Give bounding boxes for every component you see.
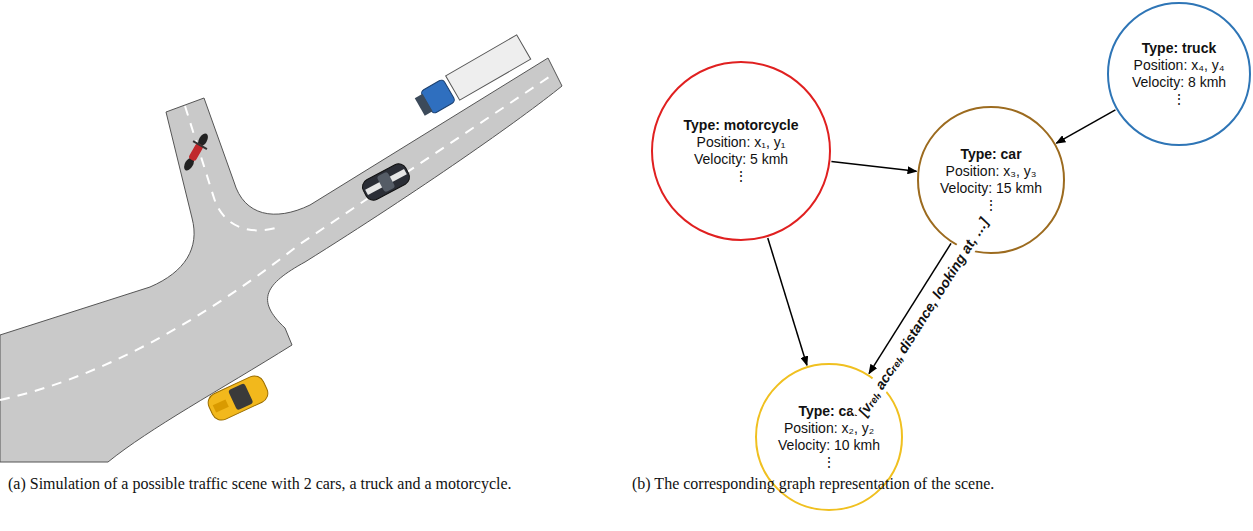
node-text: Type: carPosition: x₃, y₃Velocity: 15 km… [935, 146, 1047, 214]
truck [413, 35, 531, 119]
node-attribute: Position: x₄, y₄ [1123, 57, 1235, 74]
graph-node: Type: carPosition: x₃, y₃Velocity: 15 km… [917, 106, 1065, 254]
node-attribute: Velocity: 8 kmh [1123, 74, 1235, 91]
graph-node: Type: truckPosition: x₄, y₄Velocity: 8 k… [1107, 2, 1251, 146]
node-attribute: Type: motorcycle [666, 117, 816, 134]
edge-label: [vᵣₑₗ, accᵣₑₗ, distance, looking at, …] [852, 211, 995, 422]
node-attribute: ⋮ [935, 197, 1047, 214]
node-attribute: Velocity: 5 kmh [666, 151, 816, 168]
node-attribute: Position: x₂, y₂ [773, 420, 885, 437]
lane-marking [0, 73, 555, 400]
edge-arrow [1056, 110, 1115, 143]
node-attribute: ⋮ [1123, 91, 1235, 108]
node-attribute: Velocity: 10 kmh [773, 437, 885, 454]
node-attribute: Velocity: 15 kmh [935, 180, 1047, 197]
edge-arrow [831, 161, 916, 171]
subfigure-caption: (b) The corresponding graph representati… [632, 474, 1192, 495]
node-attribute: ⋮ [773, 454, 885, 471]
node-attribute: Type: car [935, 146, 1047, 163]
edge-arrow [768, 238, 807, 365]
node-attribute: ⋮ [666, 168, 816, 185]
road [0, 58, 562, 462]
node-attribute: Type: truck [1123, 40, 1235, 57]
node-text: Type: truckPosition: x₄, y₄Velocity: 8 k… [1123, 40, 1235, 108]
black-car [360, 161, 413, 203]
subfigure-caption: (a) Simulation of a possible traffic sce… [8, 474, 548, 495]
node-attribute: Position: x₁, y₁ [666, 134, 816, 151]
motorcycle [179, 130, 214, 174]
traffic-illustration [0, 0, 580, 470]
lane-marking [185, 106, 282, 230]
graph-node: Type: motorcyclePosition: x₁, y₁Velocity… [651, 61, 831, 241]
node-attribute: Position: x₃, y₃ [935, 163, 1047, 180]
node-text: Type: motorcyclePosition: x₁, y₁Velocity… [666, 117, 816, 185]
yellow-car [205, 373, 271, 424]
